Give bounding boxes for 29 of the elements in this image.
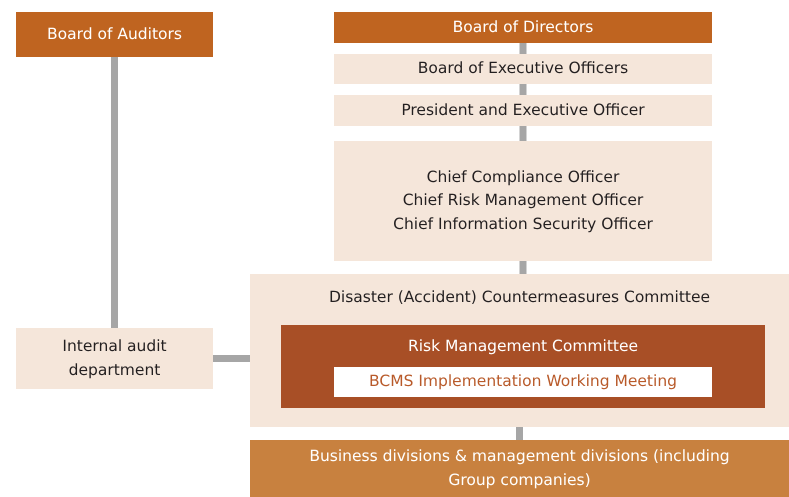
connector-line (520, 126, 526, 141)
connector-line (111, 57, 118, 328)
node-label: Board of Directors (452, 16, 594, 38)
connector-line (520, 84, 526, 95)
board-box (16, 12, 213, 57)
divisions-box (250, 440, 789, 497)
role-box (334, 141, 712, 261)
board-box (334, 12, 712, 43)
node-label: Internal audit department (61, 336, 168, 380)
committee-box (281, 325, 765, 408)
role-box (334, 95, 712, 126)
node-label: President and Executive Officer (400, 100, 646, 121)
node-label: BCMS Implementation Working Meeting (368, 371, 678, 392)
meeting-box (334, 367, 712, 397)
connector-line (516, 427, 523, 440)
role-box (334, 54, 712, 84)
node-label: Business divisions & management divisions (including Group companies) (308, 446, 731, 490)
committee-panel (250, 274, 789, 427)
node-label: Chief Information Security Officer (392, 214, 654, 235)
connector-line (213, 355, 250, 362)
connector-line (520, 261, 526, 274)
role-box (16, 328, 213, 389)
node-label: Board of Executive Officers (416, 58, 630, 80)
node-label: Board of Auditors (46, 24, 183, 45)
node-label: Chief Risk Management Officer (402, 190, 644, 212)
node-label: Disaster (Accident) Countermeasures Committee (328, 287, 712, 308)
node-label: Chief Compliance Officer (426, 167, 620, 188)
node-label: Risk Management Committee (406, 336, 640, 357)
connector-line (520, 43, 526, 54)
